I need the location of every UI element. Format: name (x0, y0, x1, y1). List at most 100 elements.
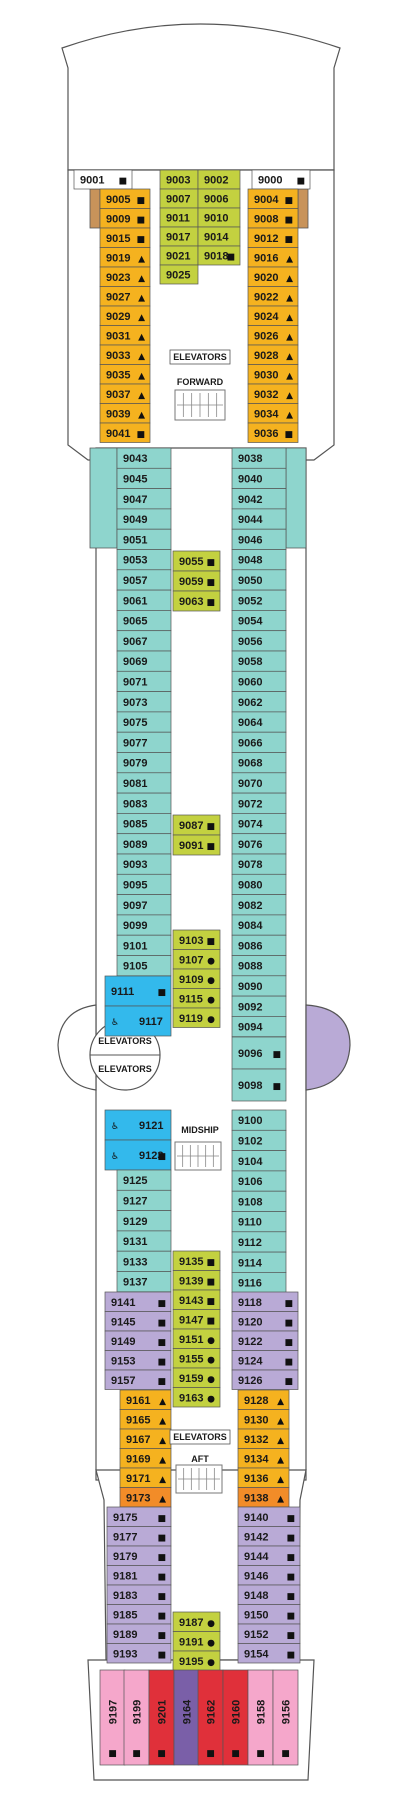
cabin-9074[interactable]: 9074 (231, 813, 287, 835)
cabin-9129[interactable]: 9129 (116, 1210, 172, 1232)
cabin-9007[interactable]: 9007 (159, 188, 199, 209)
cabin-9075[interactable]: 9075 (116, 711, 172, 733)
cabin-9019[interactable]: 9019▲ (99, 247, 151, 268)
cabin-9157[interactable]: 9157■ (104, 1369, 172, 1390)
cabin-9021[interactable]: 9021 (159, 245, 199, 266)
cabin-9066[interactable]: 9066 (231, 731, 287, 753)
cabin-9201[interactable]: 9201■ (148, 1669, 175, 1766)
cabin-9095[interactable]: 9095 (116, 873, 172, 895)
cabin-9056[interactable]: 9056 (231, 630, 287, 652)
cabin-9040[interactable]: 9040 (231, 467, 287, 489)
cabin-9148[interactable]: 9148■ (237, 1584, 301, 1605)
cabin-9162[interactable]: 9162■ (197, 1669, 224, 1766)
cabin-9058[interactable]: 9058 (231, 650, 287, 672)
cabin-9177[interactable]: 9177■ (106, 1526, 172, 1547)
cabin-9022[interactable]: 9022▲ (247, 286, 299, 307)
cabin-9140[interactable]: 9140■ (237, 1506, 301, 1527)
cabin-9003[interactable]: 9003 (159, 169, 199, 190)
cabin-9191[interactable]: 9191● (172, 1631, 221, 1652)
cabin-9101[interactable]: 9101 (116, 934, 172, 956)
cabin-9016[interactable]: 9016▲ (247, 247, 299, 268)
cabin-9057[interactable]: 9057 (116, 569, 172, 591)
cabin-9077[interactable]: 9077 (116, 731, 172, 753)
cabin-9078[interactable]: 9078 (231, 853, 287, 875)
cabin-9050[interactable]: 9050 (231, 569, 287, 591)
cabin-9136[interactable]: 9136▲ (237, 1467, 290, 1488)
cabin-9183[interactable]: 9183■ (106, 1584, 172, 1605)
cabin-9034[interactable]: 9034▲ (247, 403, 299, 424)
cabin-9087[interactable]: 9087■ (172, 814, 221, 836)
cabin-9063[interactable]: 9063■ (172, 590, 221, 612)
cabin-9144[interactable]: 9144■ (237, 1545, 301, 1566)
cabin-9163[interactable]: 9163● (172, 1387, 221, 1408)
cabin-9104[interactable]: 9104 (231, 1150, 287, 1172)
cabin-9048[interactable]: 9048 (231, 549, 287, 571)
cabin-9108[interactable]: 9108 (231, 1190, 287, 1212)
cabin-9152[interactable]: 9152■ (237, 1623, 301, 1644)
cabin-9032[interactable]: 9032▲ (247, 383, 299, 404)
cabin-9086[interactable]: 9086 (231, 934, 287, 956)
cabin-9042[interactable]: 9042 (231, 488, 287, 510)
cabin-9199[interactable]: 9199■ (123, 1669, 150, 1766)
cabin-9189[interactable]: 9189■ (106, 1623, 172, 1644)
cabin-9001[interactable]: 9001■ (73, 169, 133, 190)
cabin-9005[interactable]: 9005■ (99, 188, 151, 209)
cabin-9164[interactable]: 9164 (173, 1669, 200, 1766)
cabin-9049[interactable]: 9049 (116, 508, 172, 530)
cabin-9094[interactable]: 9094 (231, 1016, 287, 1038)
cabin-9073[interactable]: 9073 (116, 691, 172, 713)
cabin-9006[interactable]: 9006 (197, 188, 241, 209)
cabin-9118[interactable]: 9118■ (231, 1291, 299, 1312)
cabin-9175[interactable]: 9175■ (106, 1506, 172, 1527)
cabin-9053[interactable]: 9053 (116, 549, 172, 571)
cabin-9106[interactable]: 9106 (231, 1170, 287, 1192)
cabin-9110[interactable]: 9110 (231, 1211, 287, 1233)
cabin-9161[interactable]: 9161▲ (119, 1389, 172, 1410)
cabin-9065[interactable]: 9065 (116, 610, 172, 632)
cabin-9085[interactable]: 9085 (116, 813, 172, 835)
cabin-9082[interactable]: 9082 (231, 894, 287, 916)
cabin-9009[interactable]: 9009■ (99, 208, 151, 229)
cabin-9167[interactable]: 9167▲ (119, 1428, 172, 1449)
cabin-9070[interactable]: 9070 (231, 772, 287, 794)
cabin-9103[interactable]: 9103■ (172, 929, 221, 950)
cabin-9171[interactable]: 9171▲ (119, 1467, 172, 1488)
cabin-9125[interactable]: 9125 (116, 1169, 172, 1191)
cabin-9069[interactable]: 9069 (116, 650, 172, 672)
cabin-9107[interactable]: 9107● (172, 949, 221, 970)
cabin-9017[interactable]: 9017 (159, 226, 199, 247)
cabin-9156[interactable]: 9156■ (272, 1669, 299, 1766)
cabin-9119[interactable]: 9119● (172, 1007, 221, 1028)
cabin-9000[interactable]: 9000■ (251, 169, 311, 190)
cabin-9197[interactable]: 9197■ (99, 1669, 126, 1766)
cabin-9067[interactable]: 9067 (116, 630, 172, 652)
cabin-9015[interactable]: 9015■ (99, 227, 151, 248)
cabin-9117[interactable]: 9117♿ (104, 1005, 172, 1037)
cabin-9035[interactable]: 9035▲ (99, 364, 151, 385)
cabin-9134[interactable]: 9134▲ (237, 1448, 290, 1469)
cabin-9151[interactable]: 9151● (172, 1328, 221, 1349)
cabin-9064[interactable]: 9064 (231, 711, 287, 733)
cabin-9076[interactable]: 9076 (231, 833, 287, 855)
cabin-9128[interactable]: 9128▲ (237, 1389, 290, 1410)
cabin-9012[interactable]: 9012■ (247, 227, 299, 248)
cabin-9150[interactable]: 9150■ (237, 1604, 301, 1625)
cabin-9083[interactable]: 9083 (116, 792, 172, 814)
cabin-9010[interactable]: 9010 (197, 207, 241, 228)
cabin-9025[interactable]: 9025 (159, 264, 199, 285)
cabin-9044[interactable]: 9044 (231, 508, 287, 530)
cabin-9088[interactable]: 9088 (231, 955, 287, 977)
cabin-9142[interactable]: 9142■ (237, 1526, 301, 1547)
cabin-9071[interactable]: 9071 (116, 670, 172, 692)
cabin-9105[interactable]: 9105 (116, 955, 172, 977)
cabin-9060[interactable]: 9060 (231, 670, 287, 692)
cabin-9154[interactable]: 9154■ (237, 1643, 301, 1664)
cabin-9061[interactable]: 9061 (116, 589, 172, 611)
cabin-9096[interactable]: 9096■ (231, 1036, 287, 1070)
cabin-9014[interactable]: 9014 (197, 226, 241, 247)
cabin-9028[interactable]: 9028▲ (247, 344, 299, 365)
cabin-9100[interactable]: 9100 (231, 1109, 287, 1131)
cabin-9109[interactable]: 9109● (172, 968, 221, 989)
cabin-9023[interactable]: 9023▲ (99, 266, 151, 287)
cabin-9185[interactable]: 9185■ (106, 1604, 172, 1625)
